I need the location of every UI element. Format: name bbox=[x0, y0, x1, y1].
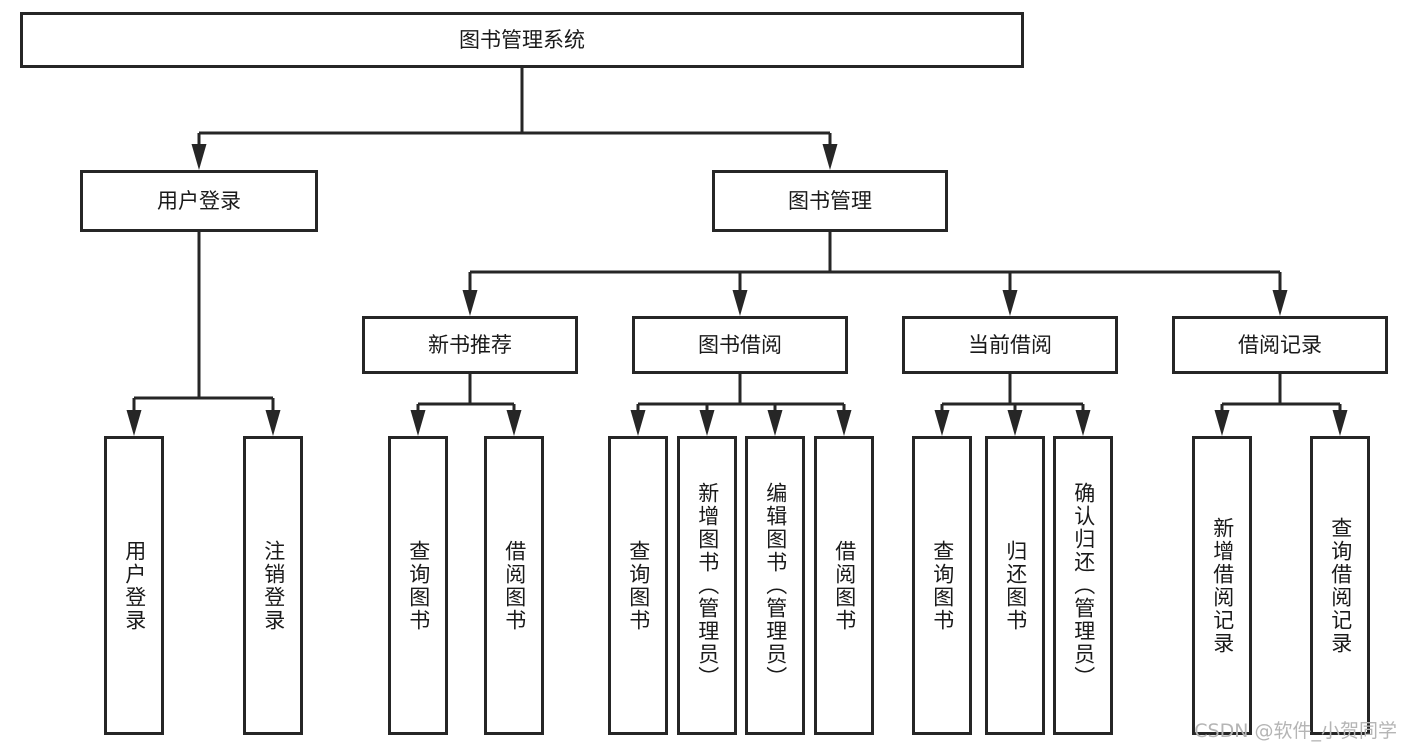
node-leaf-user-login[interactable] bbox=[104, 436, 164, 735]
node-leaf-return-book[interactable] bbox=[985, 436, 1045, 735]
node-borrow-record[interactable] bbox=[1172, 316, 1388, 374]
node-layer bbox=[20, 12, 1388, 735]
node-label-book-management-system: 图书管理系统 bbox=[459, 28, 585, 52]
node-leaf-query-book-2[interactable] bbox=[608, 436, 668, 735]
node-leaf-query-book-3[interactable] bbox=[912, 436, 972, 735]
node-leaf-user-logout[interactable] bbox=[243, 436, 303, 735]
node-leaf-borrow-book-1[interactable] bbox=[484, 436, 544, 735]
connector-layer bbox=[126, 68, 1348, 436]
watermark-text: CSDN @软件_小贺同学 bbox=[1194, 720, 1397, 742]
node-leaf-edit-book[interactable] bbox=[745, 436, 805, 735]
node-book-management-system[interactable] bbox=[20, 12, 1024, 68]
node-label-user-login: 用户登录 bbox=[157, 189, 241, 213]
node-new-book-recommend[interactable] bbox=[362, 316, 578, 374]
node-current-borrow[interactable] bbox=[902, 316, 1118, 374]
node-leaf-confirm-return[interactable] bbox=[1053, 436, 1113, 735]
node-leaf-add-record[interactable] bbox=[1192, 436, 1252, 735]
node-label-borrow-record: 借阅记录 bbox=[1238, 333, 1322, 357]
node-label-book-manage: 图书管理 bbox=[788, 189, 872, 213]
node-book-manage[interactable] bbox=[712, 170, 948, 232]
node-label-new-book-recommend: 新书推荐 bbox=[428, 333, 512, 357]
node-leaf-query-record[interactable] bbox=[1310, 436, 1370, 735]
node-user-login[interactable] bbox=[80, 170, 318, 232]
node-leaf-add-book[interactable] bbox=[677, 436, 737, 735]
node-label-current-borrow: 当前借阅 bbox=[968, 333, 1052, 357]
node-leaf-query-book-1[interactable] bbox=[388, 436, 448, 735]
node-leaf-borrow-book-2[interactable] bbox=[814, 436, 874, 735]
node-label-book-borrow: 图书借阅 bbox=[698, 333, 782, 357]
node-book-borrow[interactable] bbox=[632, 316, 848, 374]
